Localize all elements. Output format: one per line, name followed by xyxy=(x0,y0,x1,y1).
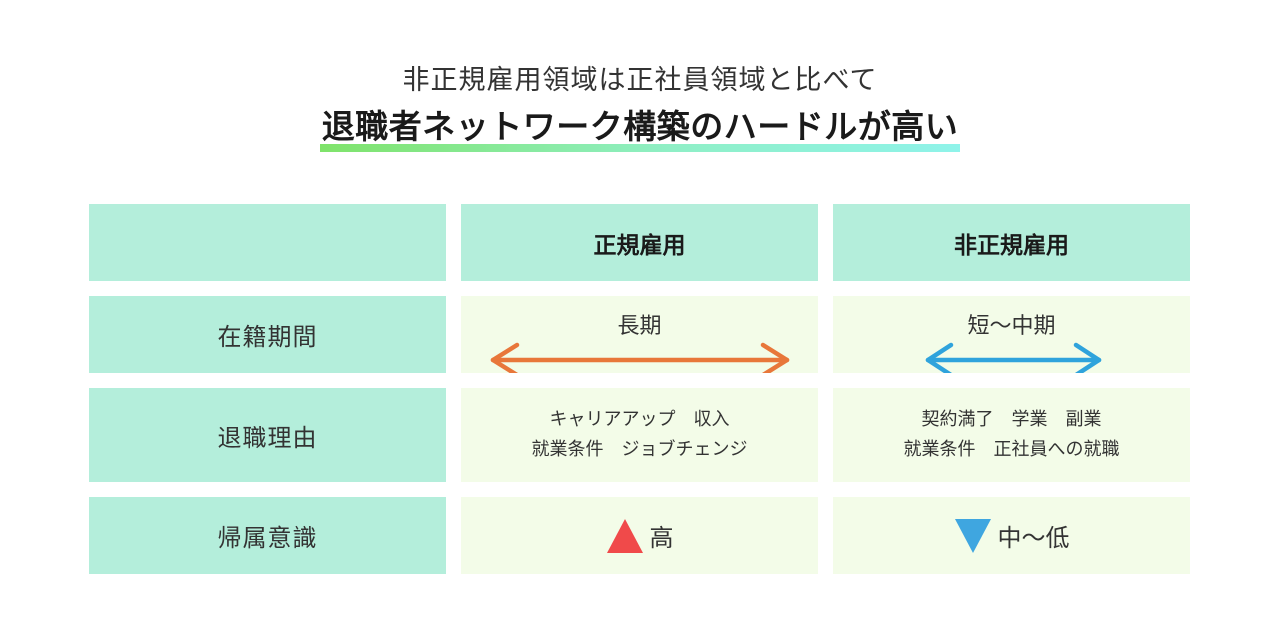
double-arrow-long-icon xyxy=(490,342,790,373)
row-label-reason-cell: 退職理由 xyxy=(89,388,446,482)
regular-reason-line-1: キャリアアップ 収入 xyxy=(549,409,730,430)
triangle-down-icon xyxy=(954,518,991,553)
header-non-regular-cell: 非正規雇用 xyxy=(833,204,1190,281)
regular-reason-cell: キャリアアップ 収入 就業条件 ジョブチェンジ xyxy=(461,388,818,482)
regular-tenure-cell: 長期 xyxy=(461,296,818,373)
header-corner-cell xyxy=(89,204,446,281)
title-wrap: 退職者ネットワーク構築のハードルが高い xyxy=(0,100,1280,152)
regular-tenure-text: 長期 xyxy=(617,313,662,339)
triangle-up-icon xyxy=(606,518,643,553)
header-non-regular-label: 非正規雇用 xyxy=(954,232,1069,259)
header-regular-cell: 正規雇用 xyxy=(461,204,818,281)
non-regular-reason-line-2: 就業条件 正社員への就職 xyxy=(903,439,1120,460)
page-title: 退職者ネットワーク構築のハードルが高い xyxy=(319,100,961,152)
non-regular-tenure-cell: 短〜中期 xyxy=(833,296,1190,373)
header-regular-label: 正規雇用 xyxy=(593,232,686,259)
regular-reason-line-2: 就業条件 ジョブチェンジ xyxy=(531,439,748,460)
row-label-reason: 退職理由 xyxy=(217,423,318,452)
non-regular-reason-line-1: 契約満了 学業 副業 xyxy=(921,409,1102,430)
double-arrow-short-icon xyxy=(925,342,1102,373)
non-regular-reason-cell: 契約満了 学業 副業 就業条件 正社員への就職 xyxy=(833,388,1190,482)
regular-belonging-cell: 高 xyxy=(461,497,818,574)
non-regular-belonging-text: 中〜低 xyxy=(997,524,1070,552)
subtitle: 非正規雇用領域は正社員領域と比べて xyxy=(402,65,878,96)
row-label-tenure-cell: 在籍期間 xyxy=(89,296,446,373)
row-label-tenure: 在籍期間 xyxy=(217,323,318,351)
regular-belonging-text: 高 xyxy=(649,524,674,552)
non-regular-belonging-cell: 中〜低 xyxy=(833,497,1190,574)
row-label-belonging-cell: 帰属意識 xyxy=(89,497,446,574)
row-label-belonging: 帰属意識 xyxy=(217,524,318,552)
non-regular-tenure-text: 短〜中期 xyxy=(967,313,1056,339)
